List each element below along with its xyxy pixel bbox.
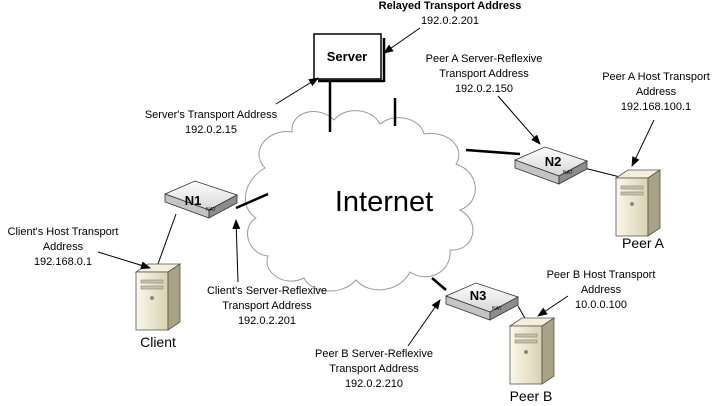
- peer-b-drive-bay: [514, 333, 538, 338]
- nat-n3-tag: NAT: [492, 306, 502, 312]
- peer-b-srflx-address: Peer B Server-Reflexive Transport Addres…: [315, 299, 441, 390]
- client-power-button: [150, 296, 154, 300]
- server-address-ip: 192.0.2.15: [185, 124, 237, 136]
- peer-b-host-title-2: Address: [581, 284, 622, 296]
- client-drive-bay: [140, 279, 164, 284]
- nat-n2-tag: NAT: [563, 170, 573, 176]
- peer-b-srflx-title-2: Transport Address: [329, 363, 419, 375]
- peer-b-computer: [508, 317, 556, 385]
- peer-a-srflx-arrow: [497, 95, 541, 145]
- client-host-title-2: Address: [43, 241, 84, 253]
- peer-a-label: Peer A: [622, 235, 665, 251]
- client-srflx-title-1: Client's Server-Reflexive: [207, 285, 327, 297]
- client-srflx-ip: 192.0.2.201: [238, 315, 296, 327]
- client-tower-side: [167, 263, 181, 331]
- link-n1-cloud: [235, 192, 269, 210]
- peer-b-tower-side: [541, 317, 555, 385]
- server-label: Server: [327, 49, 367, 64]
- relayed-address-title: Relayed Transport Address: [379, 0, 522, 12]
- peer-a-host-ip: 192.168.100.1: [621, 101, 691, 113]
- peer-a-drive-bay-2: [620, 191, 644, 196]
- peer-b-host-title-1: Peer B Host Transport: [547, 269, 656, 281]
- peer-a-drive-bay: [620, 185, 644, 190]
- cloud-shape: [244, 110, 476, 292]
- link-cloud-n2: [465, 148, 521, 156]
- nat-n1-side: [208, 194, 238, 219]
- peer-a-host-title-1: Peer A Host Transport: [602, 71, 710, 83]
- client-srflx-title-2: Transport Address: [222, 300, 312, 312]
- nat-n2-side: [558, 160, 588, 185]
- internet-cloud: Internet: [244, 110, 476, 292]
- nat-n3-label: N3: [470, 288, 487, 303]
- nat-n2: N2 NAT: [513, 146, 589, 185]
- relayed-address-arrow: [383, 27, 421, 54]
- nat-n3: N3 NAT: [444, 282, 520, 321]
- peer-b-drive-bay-2: [514, 339, 538, 344]
- peer-b-host-ip: 10.0.0.100: [575, 299, 627, 311]
- peer-a-srflx-address: Peer A Server-Reflexive Transport Addres…: [426, 53, 543, 145]
- nat-n2-label: N2: [545, 154, 562, 169]
- nat-n1-tag: NAT: [206, 207, 216, 213]
- peer-b-host-address: Peer B Host Transport Address 10.0.0.100: [537, 269, 656, 317]
- relayed-address-ip: 192.0.2.201: [421, 15, 479, 27]
- server-address-arrow: [275, 77, 319, 105]
- peer-a-host-arrow: [631, 119, 655, 167]
- server: Server: [313, 33, 386, 83]
- peer-a-power-button: [630, 202, 634, 206]
- client-srflx-arrow: [232, 219, 241, 283]
- link-n1-client: [157, 213, 177, 265]
- peer-b-srflx-title-1: Peer B Server-Reflexive: [315, 348, 433, 360]
- peer-b-power-button: [524, 350, 528, 354]
- client-drive-bay-2: [140, 285, 164, 290]
- link-cloud-n3: [431, 277, 447, 291]
- peer-a-srflx-ip: 192.0.2.150: [455, 83, 513, 95]
- server-box: [313, 33, 382, 80]
- server-address-title: Server's Transport Address: [145, 109, 278, 121]
- internet-label: Internet: [335, 186, 433, 218]
- peer-a-srflx-title-2: Transport Address: [439, 68, 529, 80]
- client-computer: [134, 263, 182, 331]
- peer-a-host-title-2: Address: [636, 86, 677, 98]
- server-relayed-address: Relayed Transport Address 192.0.2.201: [379, 0, 522, 54]
- nat-n1-label: N1: [185, 193, 202, 208]
- nat-n3-side: [489, 296, 519, 321]
- network-links: [235, 80, 521, 291]
- client-srflx-address: Client's Server-Reflexive Transport Addr…: [207, 219, 327, 327]
- peer-b-srflx-arrow: [407, 299, 441, 347]
- peer-b-label: Peer B: [510, 388, 553, 404]
- peer-a-computer: [614, 169, 662, 237]
- client-host-arrow: [97, 251, 151, 270]
- peer-b-host-arrow: [537, 295, 569, 317]
- peer-a-host-address: Peer A Host Transport Address 192.168.10…: [602, 71, 710, 167]
- client-host-address: Client's Host Transport Address 192.168.…: [8, 226, 151, 270]
- client-label: Client: [140, 334, 176, 350]
- peer-a-tower-side: [647, 169, 661, 237]
- peer-b-srflx-ip: 192.0.2.210: [345, 378, 403, 390]
- client-host-title-1: Client's Host Transport: [8, 226, 119, 238]
- peer-a-srflx-title-1: Peer A Server-Reflexive: [426, 53, 543, 65]
- nat-n1: N1 NAT: [163, 180, 239, 219]
- client-host-ip: 192.168.0.1: [34, 256, 92, 268]
- server-transport-address: Server's Transport Address 192.0.2.15: [145, 77, 319, 136]
